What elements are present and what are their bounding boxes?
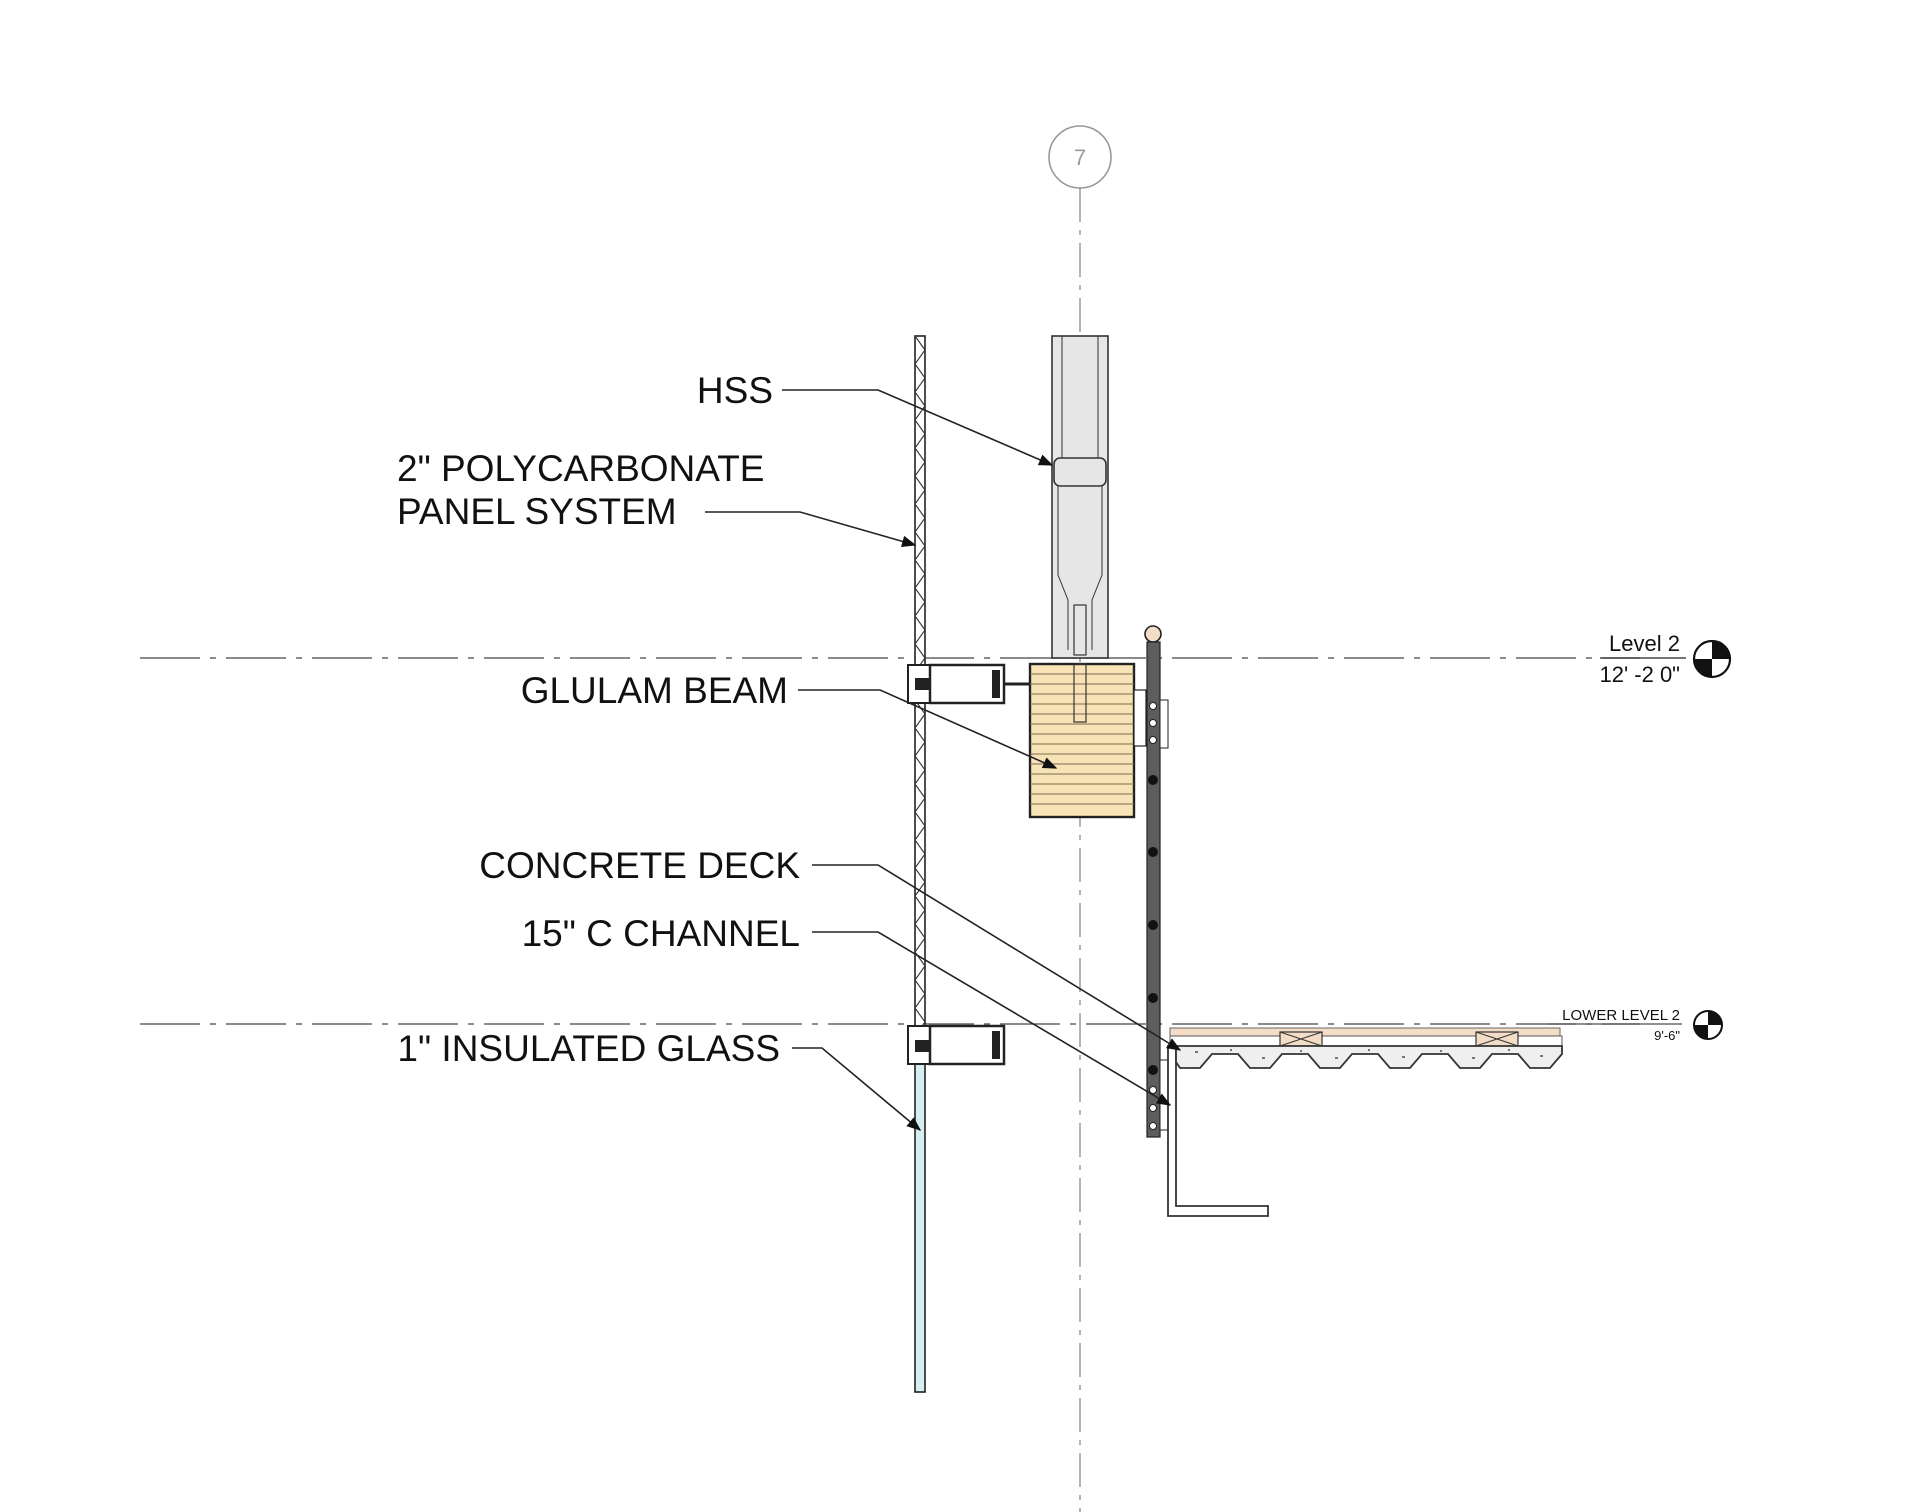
level-2-elevation: 12' -2 0" [1599, 662, 1680, 687]
label-polycarbonate-line2: PANEL SYSTEM [397, 491, 677, 532]
glulam-beam [1028, 662, 1147, 819]
label-hss: HSS [697, 370, 773, 411]
lower-level-2-name: LOWER LEVEL 2 [1562, 1007, 1680, 1024]
mullion-bracket-lower [907, 1024, 1006, 1066]
mullion-bracket-upper [907, 663, 1006, 705]
hss-column [1051, 335, 1109, 659]
label-c-channel: 15" C CHANNEL [522, 913, 800, 954]
c-channel [1167, 1045, 1269, 1217]
label-concrete-deck: CONCRETE DECK [479, 845, 800, 886]
level-2-name: Level 2 [1609, 631, 1680, 656]
steel-connection-plate [1144, 625, 1169, 1138]
label-glulam-beam: GLULAM BEAM [521, 670, 788, 711]
label-polycarbonate-line1: 2" POLYCARBONATE [397, 448, 764, 489]
concrete-deck [1169, 1027, 1563, 1069]
insulated-glass-panel [914, 1035, 926, 1393]
grid-number: 7 [1074, 145, 1086, 170]
label-insulated-glass: 1" INSULATED GLASS [397, 1028, 780, 1069]
lower-level-2-marker: LOWER LEVEL 2 9'-6" [1548, 1007, 1723, 1043]
leader-lines [705, 389, 1182, 1131]
level-2-marker: Level 2 12' -2 0" [1599, 631, 1732, 687]
lower-level-2-elevation: 9'-6" [1654, 1028, 1680, 1043]
